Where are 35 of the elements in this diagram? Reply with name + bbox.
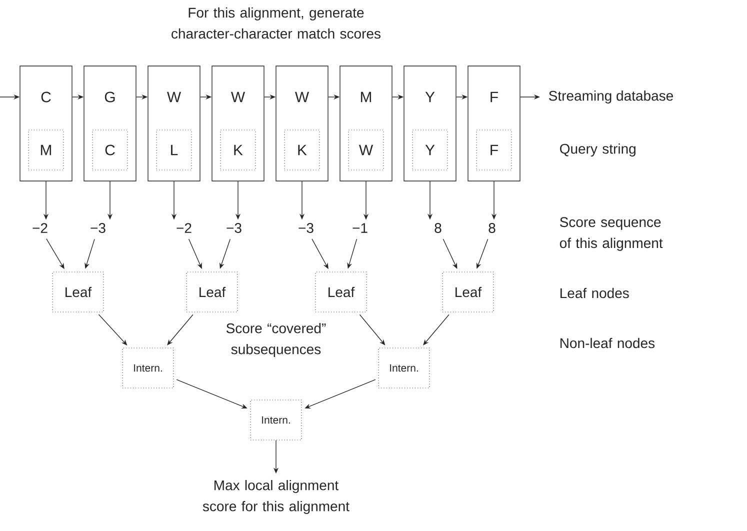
arrow <box>167 314 194 346</box>
arrow <box>359 314 386 346</box>
score-value: −3 <box>226 223 242 233</box>
query-box: K <box>220 130 256 170</box>
query-box: K <box>284 130 320 170</box>
arrow <box>423 314 450 346</box>
row-label: Score “covered” subsequences <box>226 322 326 358</box>
title: For this alignment, generate character-character match scores <box>172 7 380 39</box>
internal-node-box: Intern. <box>378 348 430 388</box>
score-value: 8 <box>488 223 496 233</box>
score-value: −2 <box>32 223 48 233</box>
leaf-box: Leaf <box>442 272 494 312</box>
query-box: L <box>156 130 192 170</box>
row-label: Score sequence of this alignment <box>560 217 663 251</box>
row-label: Leaf nodes <box>560 288 629 298</box>
score-value: −3 <box>298 223 314 233</box>
query-box: W <box>348 130 384 170</box>
row-label: Non-leaf nodes <box>560 338 655 348</box>
query-box: Y <box>412 130 448 170</box>
leaf-box: Leaf <box>186 272 238 312</box>
query-box: C <box>92 130 128 170</box>
row-label: Query string <box>560 143 636 157</box>
query-box: M <box>28 130 64 170</box>
score-value: −1 <box>352 223 368 233</box>
score-value: −3 <box>90 223 106 233</box>
leaf-box: Leaf <box>315 272 367 312</box>
score-value: −2 <box>176 223 192 233</box>
score-value: 8 <box>434 223 442 233</box>
arrow <box>442 238 458 269</box>
internal-node-box: Intern. <box>122 348 174 388</box>
internal-node-box: Intern. <box>250 400 302 440</box>
leaf-box: Leaf <box>52 272 104 312</box>
query-box: F <box>476 130 512 170</box>
stream-label: Streaming database <box>549 90 673 104</box>
result-text: Max local alignment score for this alignment <box>202 480 350 514</box>
